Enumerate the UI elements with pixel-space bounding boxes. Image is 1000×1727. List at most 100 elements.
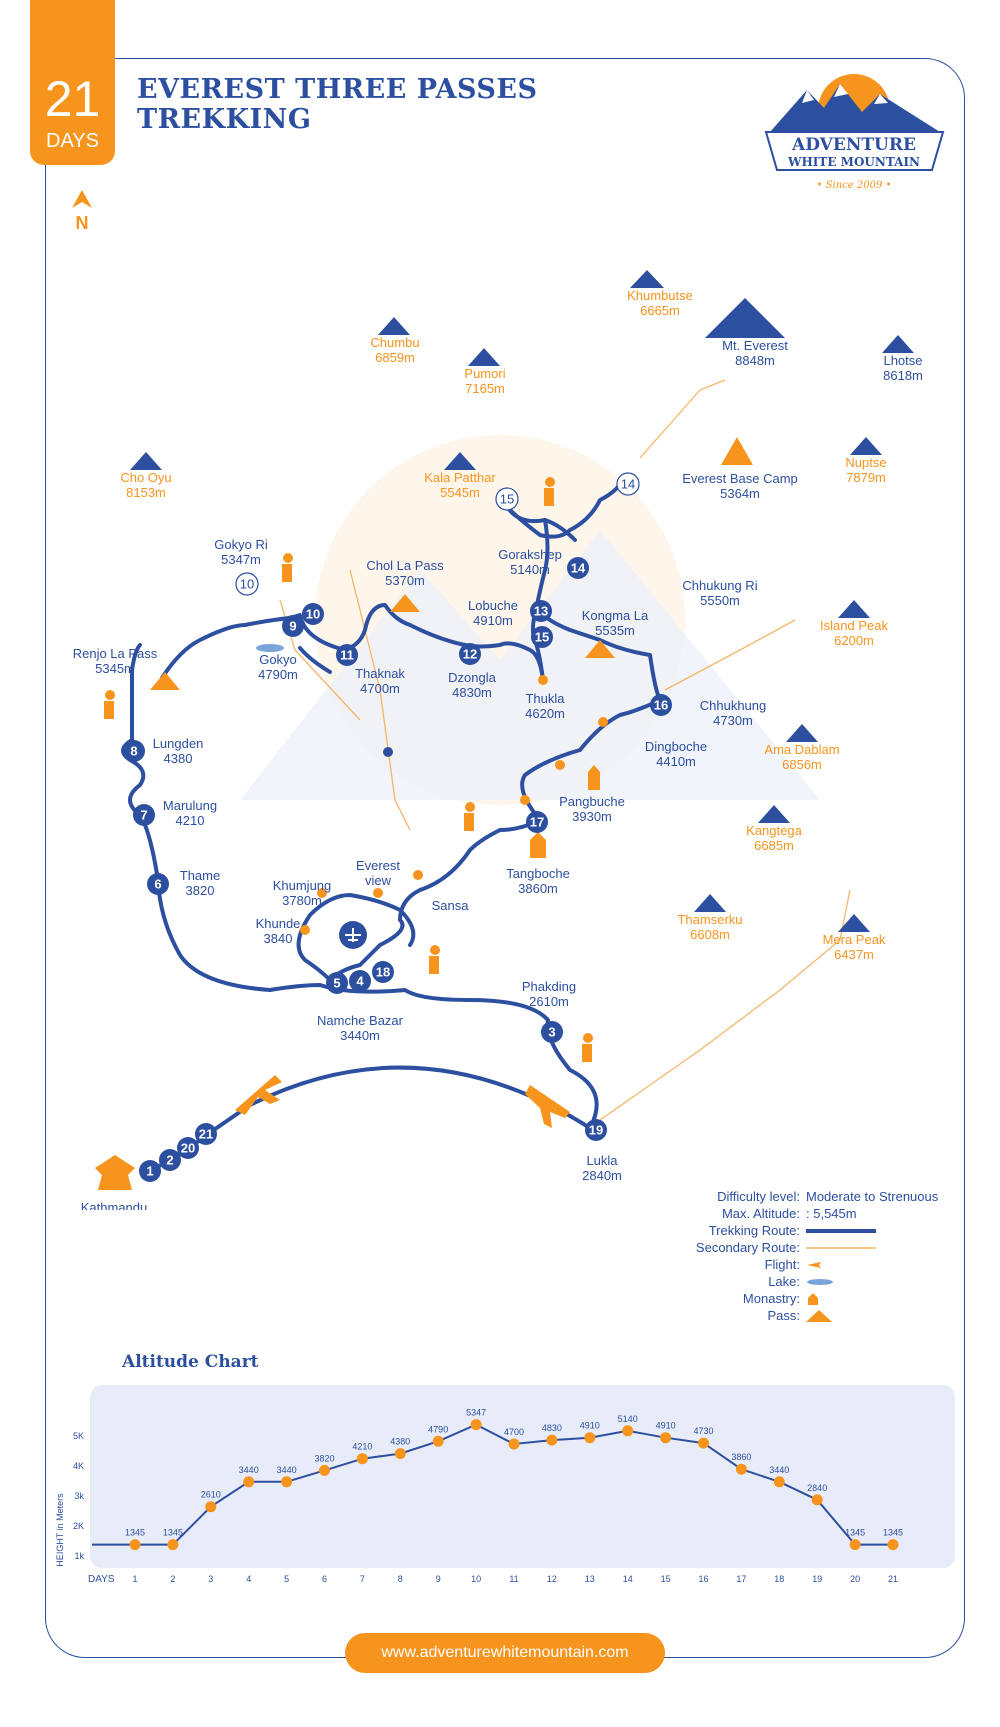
stop-number: 14 [571, 561, 586, 576]
stop-number: 9 [289, 619, 296, 634]
peak-name: Mera Peak [823, 932, 886, 947]
place-name: Gokyo [259, 652, 297, 667]
place-altitude: 5370m [385, 573, 425, 588]
peak-name: Mt. Everest [722, 338, 788, 353]
stop-marker [195, 1123, 217, 1145]
stop-number: 11 [340, 648, 354, 663]
legend-lake: Lake: [640, 1273, 970, 1290]
place-altitude: 5347m [221, 552, 261, 567]
place-altitude: 4210 [176, 813, 205, 828]
mountain-icon [378, 317, 410, 335]
stop-marker [302, 603, 324, 625]
place-altitude: 5364m [720, 486, 760, 501]
stop-marker [616, 472, 640, 496]
stop-number: 5 [333, 976, 340, 991]
waypoint-dot [555, 760, 565, 770]
place-name: Gorakshep [498, 547, 562, 562]
place-name: Dingboche [645, 739, 707, 754]
monastery-icon [588, 765, 600, 790]
kathmandu-temple-icon [95, 1155, 135, 1190]
stop-number: 1 [146, 1164, 153, 1179]
place-altitude: 2840m [582, 1168, 622, 1183]
legend-monastery-key: Monastry: [742, 1291, 800, 1306]
legend-pass-key: Pass: [767, 1308, 800, 1323]
place-labels: Everest Base Camp5364mGorakshep5140mGoky… [73, 471, 798, 1210]
stop-marker [123, 740, 145, 762]
place-altitude: view [365, 873, 392, 888]
legend-pass: Pass: [640, 1307, 970, 1324]
place-name: Renjo La Pass [73, 646, 158, 661]
place-altitude: 5550m [700, 593, 740, 608]
legend-trekking-route: Trekking Route: [640, 1222, 970, 1239]
mountain-icon [838, 600, 870, 618]
place-altitude: 4830m [452, 685, 492, 700]
stop-marker [349, 970, 371, 992]
stop-marker [235, 572, 259, 596]
place-altitude: 5140m [510, 562, 550, 577]
place-name: Thame [180, 868, 220, 883]
trek-route-swatch [806, 1228, 876, 1233]
place-name: Thukla [525, 691, 565, 706]
peak-altitude: 6856m [782, 757, 822, 772]
chart-background [90, 1385, 955, 1568]
stop-number: 16 [654, 698, 668, 713]
chart-title: Altitude Chart [122, 1352, 259, 1372]
stop-marker [459, 643, 481, 665]
legend-altitude-value: : 5,545m [806, 1206, 857, 1221]
place-name: Thaknak [355, 666, 405, 681]
north-arrow-icon [72, 190, 92, 208]
title-line-2: TREKKING [137, 104, 312, 135]
stop-marker [177, 1137, 199, 1159]
place-altitude: 4410m [656, 754, 696, 769]
peak-altitude: 6665m [640, 303, 680, 318]
pass-markers [150, 594, 615, 690]
stop-marker [567, 557, 589, 579]
place-name: Kathmandu [81, 1200, 148, 1210]
website-link[interactable]: www.adventurewhitemountain.com [345, 1633, 665, 1673]
plane-icon [235, 1075, 282, 1115]
stop-number: 2 [166, 1153, 173, 1168]
secondary-route-swatch [806, 1246, 876, 1249]
days-number: 21 [44, 71, 101, 127]
stop-marker [585, 1119, 607, 1141]
place-name: Chhukung Ri [682, 578, 757, 593]
days-label: DAYS [46, 130, 99, 152]
place-name: Phakding [522, 979, 576, 994]
mountain-icon [850, 437, 882, 455]
place-name: Dzongla [448, 670, 496, 685]
legend-monastery: Monastry: [640, 1290, 970, 1307]
legend-difficulty: Difficulty level: Moderate to Strenuous [640, 1188, 970, 1205]
flight-icons [235, 1075, 570, 1128]
stop-number: 17 [530, 815, 544, 830]
stop-number: 4 [356, 974, 364, 989]
peak-altitude: 6200m [834, 633, 874, 648]
peak-altitude: 6685m [754, 838, 794, 853]
logo-line-1: ADVENTURE [791, 135, 916, 155]
stop-marker [133, 804, 155, 826]
place-altitude: 3860m [518, 881, 558, 896]
place-altitude: 3440m [340, 1028, 380, 1043]
stop-number: 18 [376, 965, 390, 980]
peak-name: Cho Oyu [120, 470, 171, 485]
watermark-mountain [240, 530, 820, 800]
waypoint-dots [300, 675, 608, 935]
peak-altitude: 8618m [883, 368, 923, 383]
base-camp-tent-icon [721, 437, 753, 465]
peak-altitude: 7165m [465, 381, 505, 396]
stop-number: 14 [621, 477, 635, 492]
stop-number: 13 [534, 604, 548, 619]
mountain-icon [838, 914, 870, 932]
peak-altitude: 5545m [440, 485, 480, 500]
stop-number: 15 [500, 492, 514, 507]
place-altitude: 4730m [713, 713, 753, 728]
place-altitude: 2610m [529, 994, 569, 1009]
place-name: Chol La Pass [366, 558, 444, 573]
place-altitude: 3820 [186, 883, 215, 898]
pass-icon [585, 640, 615, 658]
legend-flight: Flight: [640, 1256, 970, 1273]
hiker-icon [582, 1044, 592, 1062]
legend-trek-key: Trekking Route: [708, 1223, 800, 1238]
place-name: Lukla [586, 1153, 618, 1168]
